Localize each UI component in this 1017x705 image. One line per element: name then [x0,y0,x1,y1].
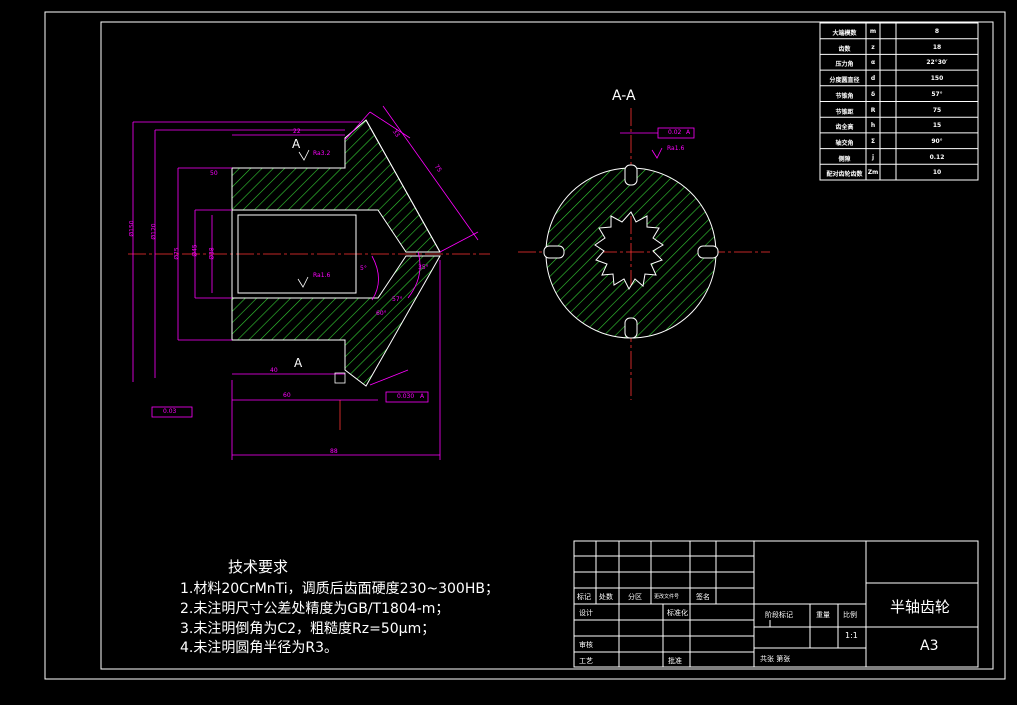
dim-d5: Ø38 [208,247,216,260]
upper-section-hatch [231,119,441,253]
lower-section-hatch [231,255,441,387]
inner-bore [237,214,357,294]
tb-docno: 更改文件号 [654,594,680,600]
param-table-grid [819,22,979,181]
param-symbol: Σ [870,137,876,145]
param-name: 轴交角 [835,139,854,147]
ang4: 5° [360,265,367,272]
tech-req-item-1: 1.材料20CrMnTi，调质后齿面硬度230~300HB； [180,581,499,597]
inner-frame [100,21,994,670]
tol-frame-left [151,406,193,418]
param-symbol: j [871,153,875,161]
section-cursor-box [334,372,346,384]
tech-req-item-2: 2.未注明尺寸公差处精度为GB/T1804-m； [180,601,450,617]
param-value: 150 [930,75,944,83]
tb-count: 处数 [599,593,613,601]
param-symbol: R [870,106,876,114]
ang1: 35° [418,264,429,271]
param-value: 15 [932,122,942,130]
left-dimensions [132,105,479,460]
param-name: 侧隙 [838,155,851,163]
outer-frame [44,11,1006,680]
param-name: 大端模数 [832,30,857,37]
param-value: 75 [932,106,942,114]
tol-right-datum: A [420,393,425,400]
tb-sign: 签名 [696,593,710,601]
tol-frame-right [385,391,429,403]
roughness-symbol-top [298,149,310,161]
dim-len-88: 88 [330,448,338,455]
param-name: 齿数 [838,45,851,53]
dim-d4: Ø45 [191,244,199,257]
sec-keyways [543,164,719,339]
dim-top-len: 22 [293,128,301,135]
tb-zone: 分区 [628,593,642,601]
param-name: 节锥距 [835,108,854,116]
tb-sheets: 共张 第张 [760,655,791,663]
dim-d3: Ø75 [173,247,181,260]
sec-dimensions [620,127,695,159]
section-mark-bottom: A [294,356,303,370]
param-value: 22°30′ [926,59,948,67]
tol-left: 0.03 [163,408,177,415]
tb-review: 审核 [579,641,593,649]
tb-process: 工艺 [579,657,593,665]
param-value: 18 [932,43,942,51]
section-view-label: A-A [612,88,636,104]
drawing-scale: 1:1 [845,631,858,640]
tech-req-title: 技术要求 [228,558,289,576]
ang2: 57° [392,296,403,303]
tol-sec: 0.02 [668,129,682,136]
tech-req-item-4: 4.未注明圆角半径为R3。 [180,640,338,656]
param-value: 90° [931,137,943,145]
dim-top-len2: 50 [210,170,218,177]
tb-approve: 批准 [668,657,682,665]
dim-d1: Ø150 [128,220,136,237]
param-symbol: α [870,59,876,67]
param-name: 齿全高 [835,124,854,132]
rough-top: Ra3.2 [313,150,331,157]
param-symbol: m [869,28,877,35]
rough-mid: Ra1.6 [313,272,331,279]
sec-outer-hatch [545,167,717,339]
dim-len-60: 60 [283,392,291,399]
tb-ratio: 比例 [843,611,857,619]
dim-len-40: 40 [270,367,278,374]
tol-right: 0.030 [397,393,415,400]
param-name: 分度圆直径 [829,77,860,85]
roughness-symbol-mid [297,276,309,288]
param-name: 压力角 [835,61,854,69]
param-name: 配对齿轮齿数 [826,171,863,179]
ang3: 60° [376,310,387,317]
tb-standardize: 标准化 [667,609,688,617]
param-name: 节锥角 [835,92,854,100]
tb-weight: 重量 [816,611,830,619]
param-value: 10 [932,169,942,177]
part-name: 半轴齿轮 [890,598,951,616]
rough-sec: Ra1.6 [667,145,685,152]
dim-d2: Ø120 [150,223,158,240]
sheet-size: A3 [920,638,939,654]
bevel-cone-line [365,119,441,253]
param-symbol: z [871,43,875,51]
param-symbol: d [870,75,876,83]
param-symbol: h [870,122,876,130]
param-value: 8 [934,28,940,35]
tech-req-item-3: 3.未注明倒角为C2，粗糙度Rz=50μm； [180,621,436,637]
tol-sec-datum: A [686,129,691,136]
tb-mark: 标记 [577,593,591,601]
section-mark-top: A [292,137,301,151]
param-value: 57° [931,90,943,98]
tb-design: 设计 [579,609,593,617]
tb-stage-mark: 阶段标记 [765,611,793,619]
param-symbol: Zm [867,169,879,177]
param-symbol: δ [870,90,876,98]
title-block-grid [573,540,979,668]
param-value: 0.12 [929,153,945,161]
